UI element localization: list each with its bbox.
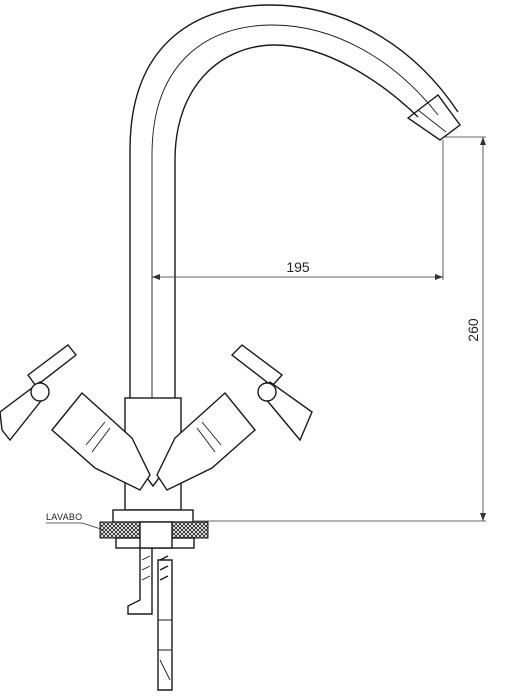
right-handle <box>156 344 313 491</box>
right-handle-arm <box>156 391 256 491</box>
base-plate <box>112 509 194 523</box>
dimension-height: 260 <box>194 136 486 522</box>
hose-left <box>127 548 153 615</box>
fixing-stud <box>139 521 173 549</box>
height-dimension-label: 260 <box>465 318 481 342</box>
spout-centerline <box>151 24 439 398</box>
basin-label: LAVABO <box>46 512 82 522</box>
spout-tip <box>406 94 461 141</box>
left-handle-arm <box>51 391 151 491</box>
spout-outer-edge <box>129 4 459 398</box>
right-handle-cross-bar-1 <box>230 344 284 387</box>
left-handle <box>0 344 151 491</box>
basin-leader-line <box>81 522 105 531</box>
basin-section-left <box>99 521 141 539</box>
basin-callout: LAVABO <box>46 512 105 531</box>
left-handle-cross-bar-1 <box>27 344 77 387</box>
base-assembly <box>99 509 209 691</box>
reach-dimension-label: 195 <box>286 259 310 275</box>
dimension-reach: 195 <box>152 140 444 280</box>
left-handle-hub <box>30 382 50 402</box>
hose-right <box>157 559 173 691</box>
basin-section-right <box>171 521 209 539</box>
spout <box>129 4 461 398</box>
spout-inner-edge <box>174 44 419 398</box>
right-handle-hub <box>257 382 277 402</box>
